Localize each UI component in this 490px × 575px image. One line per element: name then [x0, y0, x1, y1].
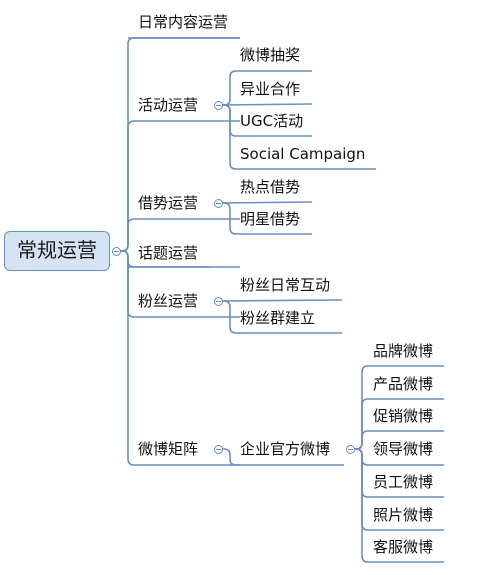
root-collapse-icon[interactable]	[112, 247, 121, 256]
leaf-staff-weibo[interactable]: 员工微博	[373, 473, 434, 491]
node-hot-topic[interactable]: 热点借势	[240, 178, 301, 196]
official-weibo-collapse-icon[interactable]	[346, 445, 355, 454]
fans-connector-0	[220, 299, 343, 302]
leaf-brand-weibo[interactable]: 品牌微博	[373, 342, 434, 360]
root-node[interactable]: 常规运营	[4, 231, 110, 271]
activity-connector-3	[221, 104, 312, 170]
branch-trend[interactable]: 借势运营	[138, 194, 199, 212]
leaf-leader-weibo[interactable]: 领导微博	[373, 440, 434, 458]
branch-weibo-matrix[interactable]: 微博矩阵	[138, 440, 199, 458]
root-connector-1	[119, 120, 240, 252]
official-connector-6	[353, 448, 444, 563]
leaf-photo-weibo[interactable]: 照片微博	[373, 506, 434, 524]
branch-fans[interactable]: 粉丝运营	[138, 292, 199, 310]
trend-connector-0	[220, 201, 313, 204]
fans-connector-1	[221, 300, 342, 334]
node-social-campaign[interactable]: Social Campaign	[240, 145, 366, 163]
node-fan-group[interactable]: 粉丝群建立	[240, 309, 316, 327]
fans-collapse-icon[interactable]	[214, 297, 223, 306]
node-cross-industry[interactable]: 异业合作	[240, 80, 301, 98]
root-connector-5	[119, 250, 240, 466]
trend-connector-1	[221, 202, 312, 235]
branch-activity[interactable]: 活动运营	[138, 96, 199, 114]
leaf-promo-weibo[interactable]: 促销微博	[373, 407, 434, 425]
trend-collapse-icon[interactable]	[214, 199, 223, 208]
node-weibo-lottery[interactable]: 微博抽奖	[240, 46, 301, 64]
leaf-product-weibo[interactable]: 产品微博	[373, 375, 434, 393]
activity-collapse-icon[interactable]	[214, 101, 223, 110]
node-celebrity[interactable]: 明星借势	[240, 210, 301, 228]
matrix-connector-0	[221, 448, 344, 466]
branch-daily-content[interactable]: 日常内容运营	[138, 13, 229, 31]
leaf-service-weibo[interactable]: 客服微博	[373, 538, 434, 556]
node-fan-interaction[interactable]: 粉丝日常互动	[240, 276, 331, 294]
activity-connector-1	[220, 103, 313, 106]
node-ugc-activity[interactable]: UGC活动	[240, 112, 304, 130]
node-official-weibo[interactable]: 企业官方微博	[240, 440, 331, 458]
matrix-collapse-icon[interactable]	[214, 445, 223, 454]
branch-topic[interactable]: 话题运营	[138, 244, 199, 262]
